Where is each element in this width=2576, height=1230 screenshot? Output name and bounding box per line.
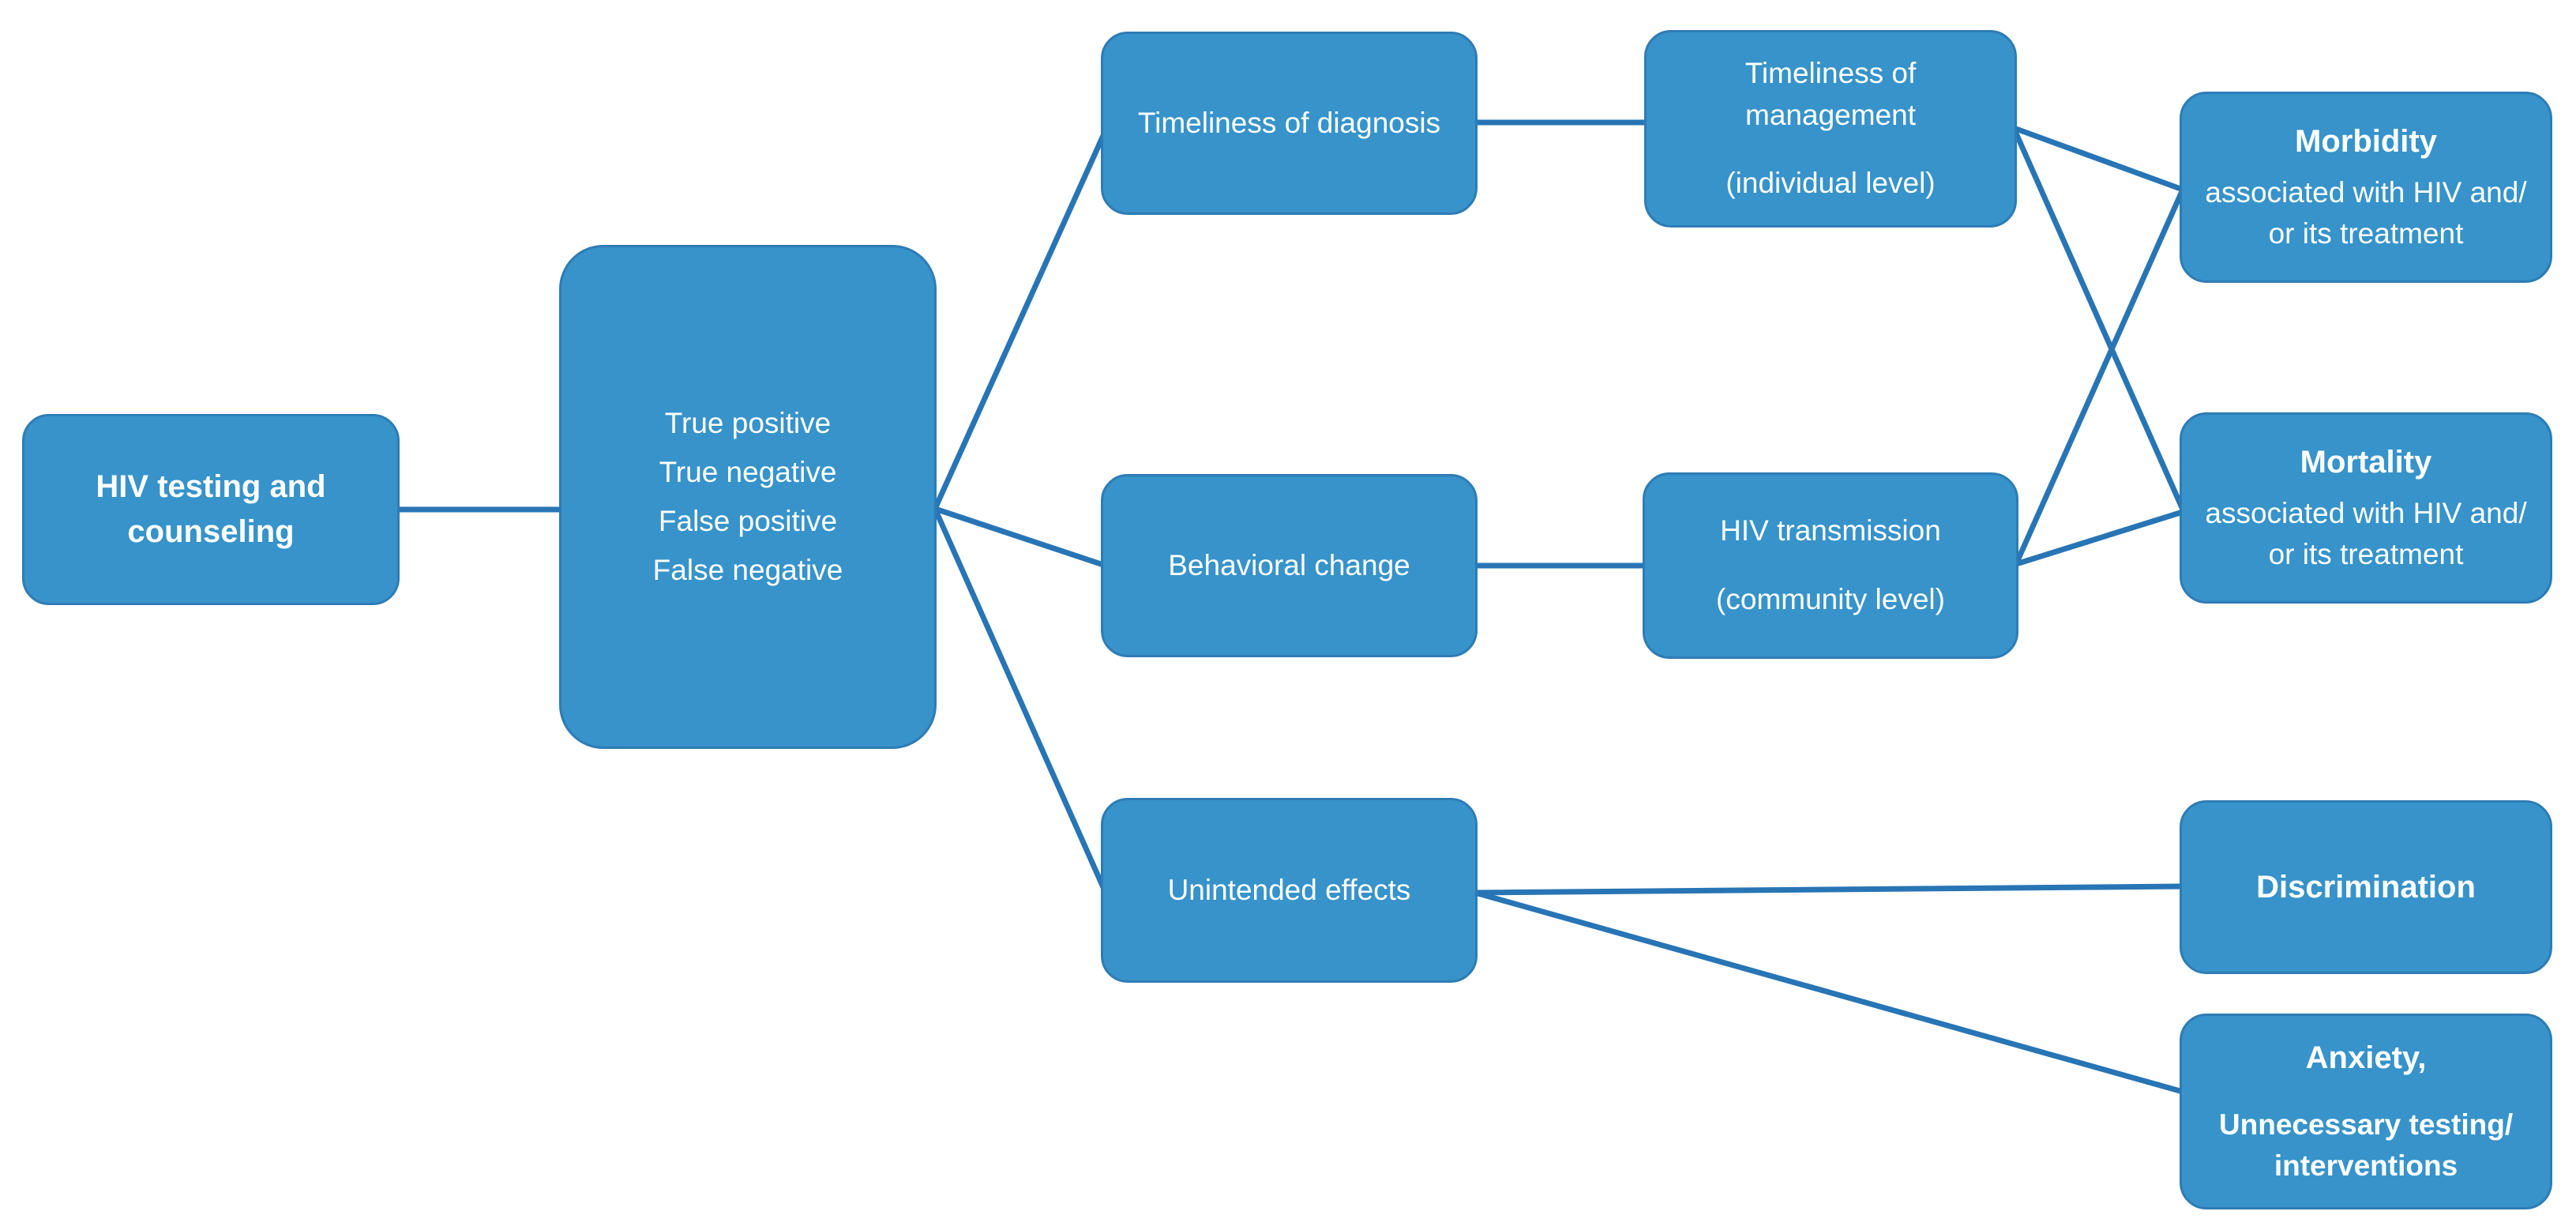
edge-timeliness_management-to-morbidity xyxy=(2011,125,2186,193)
node-heading: Morbidity xyxy=(2295,124,2437,160)
node-heading: Mortality xyxy=(2300,445,2432,480)
node-label: HIV transmission xyxy=(1720,514,1941,547)
node-mortality: Mortality associated with HIV and/ or it… xyxy=(2180,412,2552,604)
edge-timeliness_management-to-mortality xyxy=(2011,125,2186,513)
node-body-line: or its treatment xyxy=(2268,538,2464,571)
node-heading: Discrimination xyxy=(2256,869,2476,905)
node-label: Timeliness of diagnosis xyxy=(1137,106,1441,139)
edge-test_outcomes-to-behavioral_change xyxy=(932,506,1109,569)
node-unintended-effects: Unintended effects xyxy=(1101,798,1478,983)
edge-test_outcomes-to-timeliness_diagnosis xyxy=(932,127,1109,512)
node-label: HIV testing and counseling xyxy=(96,469,326,549)
node-body-line: Unnecessary testing/ xyxy=(2218,1108,2514,1141)
node-label: Timeliness of management xyxy=(1744,57,1917,131)
node-test-outcomes: True positive True negative False positi… xyxy=(559,245,937,749)
node-label-line: True positive xyxy=(664,407,832,439)
node-label: Behavioral change xyxy=(1168,548,1410,581)
node-sublabel: (community level) xyxy=(1716,583,1945,615)
edge-hiv_transmission-to-mortality xyxy=(2013,509,2186,567)
edge-unintended_effects-to-discrimination xyxy=(1472,883,2186,896)
node-body-line: or its treatment xyxy=(2268,217,2464,250)
node-discrimination: Discrimination xyxy=(2180,800,2552,974)
node-label-line: True negative xyxy=(659,456,837,488)
node-behavioral-change: Behavioral change xyxy=(1101,474,1478,657)
node-hiv-testing-and-counseling: HIV testing and counseling xyxy=(22,414,400,605)
node-label-line: False positive xyxy=(658,505,838,537)
node-heading: Anxiety, xyxy=(2305,1040,2427,1076)
node-hiv-transmission: HIV transmission (community level) xyxy=(1643,472,2018,659)
edge-unintended_effects-to-anxiety xyxy=(1472,890,2186,1095)
node-morbidity: Morbidity associated with HIV and/ or it… xyxy=(2180,92,2552,283)
node-body-line: associated with HIV and/ xyxy=(2205,175,2527,209)
node-sublabel: (individual level) xyxy=(1725,167,1936,200)
node-timeliness-of-diagnosis: Timeliness of diagnosis xyxy=(1101,32,1478,215)
edge-test_outcomes-to-unintended_effects xyxy=(932,506,1109,896)
node-label: Unintended effects xyxy=(1167,873,1411,906)
edge-hiv_transmission-to-morbidity xyxy=(2013,186,2186,567)
node-body-line: interventions xyxy=(2274,1149,2458,1183)
node-label-line: False negative xyxy=(652,554,843,586)
node-body-line: associated with HIV and/ xyxy=(2205,496,2527,529)
node-anxiety-unnecessary-testing: Anxiety, Unnecessary testing/ interventi… xyxy=(2180,1014,2552,1209)
node-timeliness-of-management: Timeliness of management (individual lev… xyxy=(1644,30,2017,228)
